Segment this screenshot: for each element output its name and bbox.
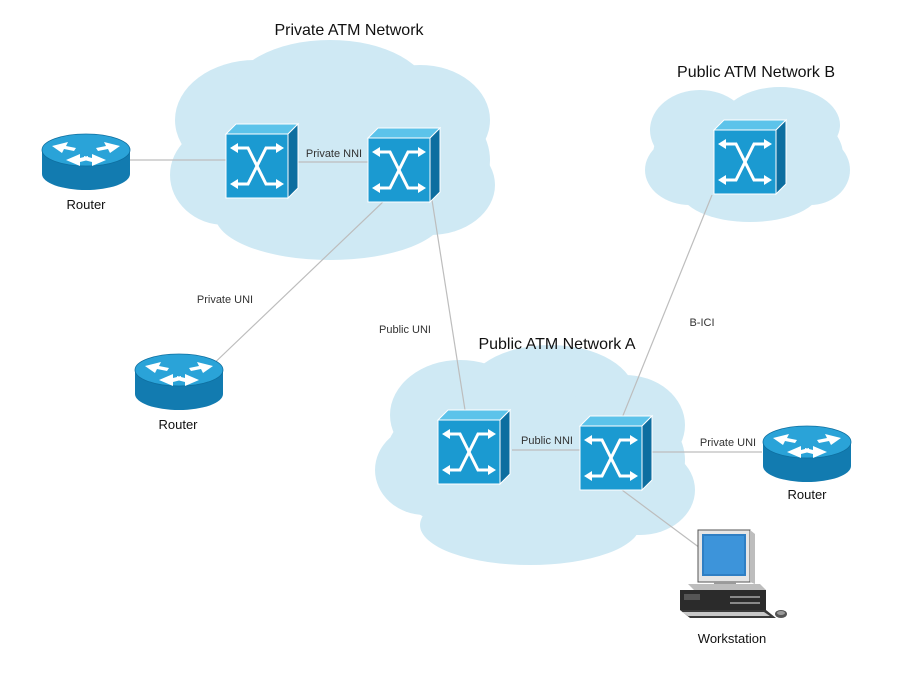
atm-switch-icon <box>366 126 442 204</box>
public-nni-label: Public NNI <box>521 435 573 447</box>
workstation-label: Workstation <box>698 631 766 646</box>
links <box>130 159 762 549</box>
link-b-ici <box>621 194 713 419</box>
workstation-icon <box>680 529 787 618</box>
router-mid-left-label: Router <box>158 417 198 432</box>
router-icon <box>762 425 852 483</box>
link-public-uni <box>431 199 466 411</box>
private-atm-network-title: Private ATM Network <box>274 22 424 39</box>
atm-switch-icon <box>224 122 300 200</box>
b-ici-label: B-ICI <box>689 317 714 329</box>
link-private-uni-left <box>204 199 386 373</box>
private-uni-left-label: Private UNI <box>197 294 253 306</box>
private-nni-label: Private NNI <box>306 148 362 160</box>
router-icon <box>134 353 224 411</box>
private-uni-right-label: Private UNI <box>700 437 756 449</box>
router-icon <box>41 133 131 191</box>
atm-switch-icon <box>578 414 654 492</box>
atm-switch-icon <box>712 118 788 196</box>
private-atm-cloud <box>170 40 495 260</box>
router-top-left-label: Router <box>66 197 106 212</box>
link-workstation <box>621 489 701 549</box>
public-uni-label: Public UNI <box>379 324 431 336</box>
public-atm-network-b-title: Public ATM Network B <box>677 64 835 81</box>
public-atm-network-a-title: Public ATM Network A <box>478 336 635 353</box>
atm-switch-icon <box>436 408 512 486</box>
router-right-label: Router <box>787 487 827 502</box>
